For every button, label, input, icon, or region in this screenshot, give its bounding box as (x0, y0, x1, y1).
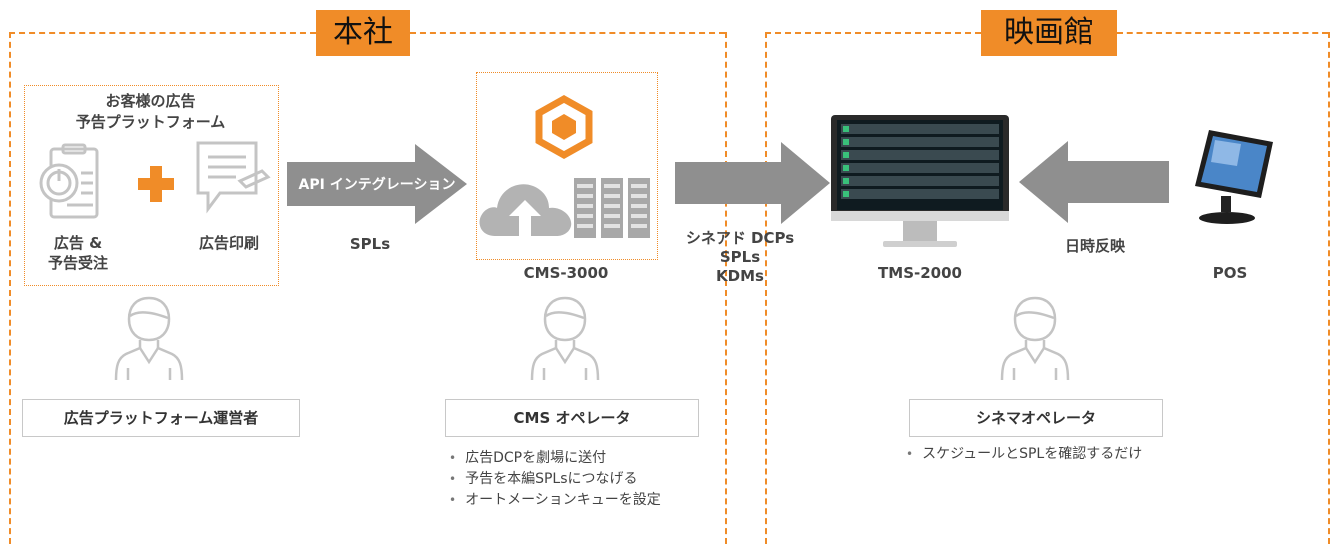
pos-arrow-label: 日時反映 (1064, 237, 1125, 255)
hexagon-logo-icon (535, 94, 593, 160)
cms-box (476, 72, 658, 260)
api-arrow-label: API インテグレーション (298, 177, 456, 193)
hq-frame-right (725, 32, 727, 544)
person-icon (1000, 296, 1070, 381)
pos-arrow (1019, 141, 1169, 223)
theater-frame-left (765, 32, 767, 544)
order-label-line2: 予告受注 (47, 254, 108, 272)
theater-frame-right (1328, 32, 1330, 544)
list-item: 広告DCPを劇場に送付 (449, 448, 661, 469)
list-item: スケジュールとSPLを確認するだけ (906, 444, 1142, 465)
center-arrow-label: シネアド DCPs SPLs KDMs (670, 229, 810, 286)
role-cms-operator: CMS オペレータ (445, 399, 699, 437)
plus-icon (138, 166, 174, 202)
center-label-line2: SPLs (719, 248, 761, 266)
center-label-line1: シネアド DCPs (685, 229, 795, 247)
pos-terminal-icon (1195, 130, 1273, 224)
hq-frame-top-right (410, 32, 725, 34)
printed-ad-icon (196, 141, 271, 214)
section-hq-title: 本社 (316, 10, 410, 56)
platform-title-line2: 予告プラットフォーム (75, 113, 226, 131)
power-document-icon (39, 143, 99, 219)
hq-frame-left (9, 32, 11, 544)
center-arrow (675, 142, 830, 224)
person-icon (114, 296, 184, 381)
person-icon (530, 296, 600, 381)
api-sub-label: SPLs (349, 235, 391, 253)
theater-frame-top-left (765, 32, 981, 34)
order-label-line1: 広告 & (53, 234, 103, 252)
tms-label: TMS-2000 (878, 264, 962, 282)
platform-box (24, 85, 279, 286)
pos-label: POS (1212, 264, 1248, 282)
platform-title: お客様の広告 予告プラットフォーム (24, 91, 277, 133)
role-platform-operator: 広告プラットフォーム運営者 (22, 399, 300, 437)
center-label-line3: KDMs (716, 267, 764, 285)
hq-frame-top-left (9, 32, 316, 34)
api-arrow (287, 144, 467, 224)
monitor-icon (831, 115, 1009, 247)
role-cinema-operator: シネマオペレータ (909, 399, 1163, 437)
cms-bullet-list: 広告DCPを劇場に送付 予告を本編SPLsにつなげる オートメーションキューを設… (449, 448, 661, 511)
platform-title-line1: お客様の広告 (105, 92, 196, 110)
cms-label: CMS-3000 (523, 264, 609, 282)
cloud-upload-icon (479, 184, 572, 236)
server-rack-icon (574, 178, 650, 238)
print-label: 広告印刷 (198, 234, 259, 252)
section-theater-title: 映画館 (981, 10, 1117, 56)
theater-frame-top-right (1117, 32, 1328, 34)
order-label: 広告 & 予告受注 (28, 233, 128, 273)
list-item: オートメーションキューを設定 (449, 490, 661, 511)
list-item: 予告を本編SPLsにつなげる (449, 469, 661, 490)
cinema-bullet-list: スケジュールとSPLを確認するだけ (906, 444, 1142, 465)
